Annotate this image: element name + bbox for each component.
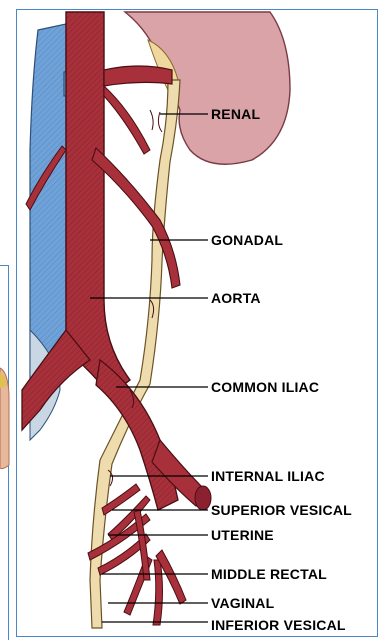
renal-artery	[104, 66, 172, 154]
adjacent-image-fragment	[0, 368, 9, 469]
label-vaginal: VAGINAL	[211, 595, 275, 611]
label-uterine: UTERINE	[211, 527, 274, 543]
kidney	[125, 12, 290, 164]
label-common-iliac: COMMON ILIAC	[211, 379, 319, 395]
label-gonadal: GONADAL	[211, 232, 283, 248]
label-superior-vesical: SUPERIOR VESICAL	[211, 502, 352, 518]
label-renal: RENAL	[211, 106, 260, 122]
label-inferior-vesical: INFERIOR VESICAL	[211, 617, 346, 633]
label-internal-iliac: INTERNAL ILIAC	[211, 468, 325, 484]
label-middle-rectal: MIDDLE RECTAL	[211, 566, 327, 582]
label-aorta: AORTA	[211, 290, 261, 306]
